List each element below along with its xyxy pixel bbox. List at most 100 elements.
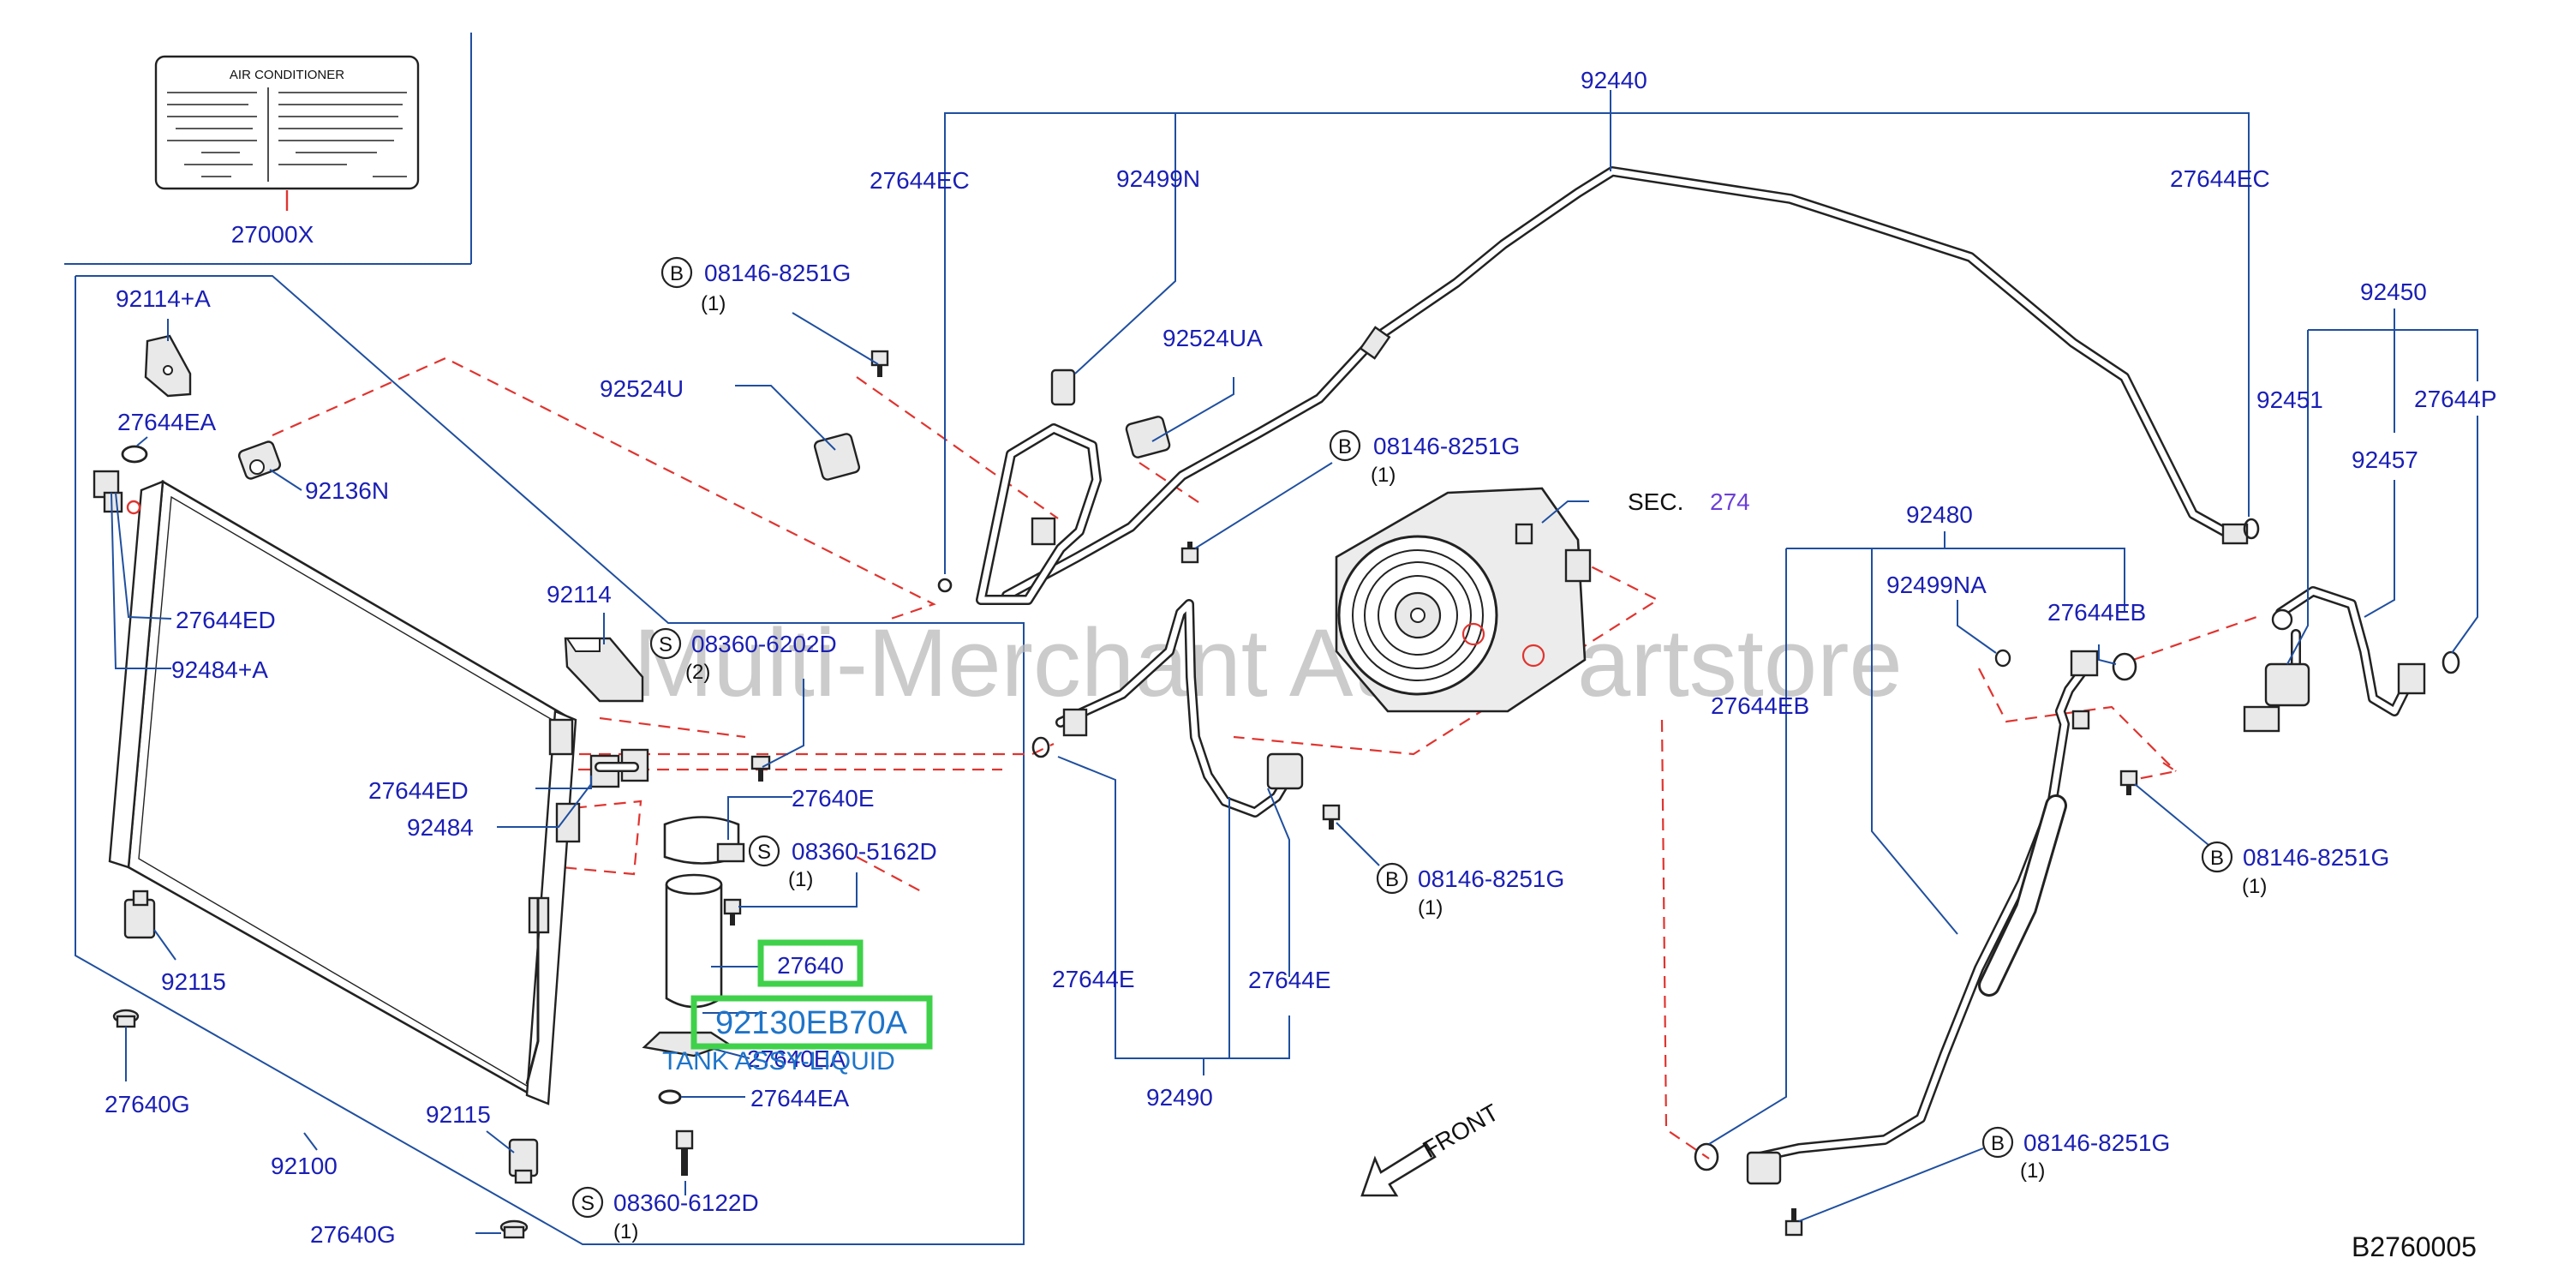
svg-text:S: S [757,841,771,864]
bolt-qty: (1) [2242,875,2267,898]
bolt-part-number[interactable]: 08360-5162D [792,838,937,865]
bracket-92114 [564,637,644,703]
part-label[interactable]: 92484+A [171,656,268,683]
highlight-27640[interactable]: 27640 [757,939,864,987]
bolt-qty: (1) [1371,464,1396,487]
bolt-icon [750,755,771,782]
svg-text:S: S [581,1192,595,1215]
grommet-27640g-bottom [499,1219,529,1239]
s-marker: S [571,1186,604,1219]
b-marker: B [1376,862,1408,895]
part-label[interactable]: 27644EC [2170,165,2270,192]
part-label[interactable]: 27000X [231,221,314,248]
part-label[interactable]: 27644E [1248,967,1331,993]
pressure-switch [237,440,282,480]
part-label[interactable]: 92490 [1146,1084,1213,1111]
part-label[interactable]: 27640G [105,1091,190,1117]
highlight-number[interactable]: 92130EB70A [715,1005,908,1041]
part-label[interactable]: 92451 [2256,386,2323,413]
part-label[interactable]: 27644EB [2047,599,2146,626]
pipe-92450 [2243,586,2426,733]
part-label[interactable]: 92480 [1906,501,1973,528]
bolt-part-number[interactable]: 08146-8251G [2243,844,2389,871]
ac-label-title: AIR CONDITIONER [230,68,344,82]
bolt-labels: 08146-8251G (1) 08146-8251G (1) 08146-82… [613,260,2389,1243]
part-label[interactable]: 92136N [305,477,389,504]
part-label[interactable]: 27644EA [750,1085,850,1111]
part-label[interactable]: 27644P [2414,386,2497,412]
clip-92115-left [123,890,156,939]
o-ring [121,445,148,464]
bolt-icon [723,898,742,926]
bolt-part-number[interactable]: 08146-8251G [1418,866,1564,892]
condenser-core [93,470,581,1105]
svg-text:B: B [1385,868,1399,891]
s-marker: S [649,627,682,660]
part-labels: 92440 27644EC 27644EC 92499N 92524UA 925… [105,67,2497,1248]
bolt-part-number[interactable]: 08146-8251G [704,260,851,286]
inset-frame [64,33,472,265]
bolt-icon [2119,770,2138,795]
compressor[interactable] [1335,487,1592,713]
svg-text:B: B [1338,435,1352,458]
bolt-qty: (1) [701,292,726,315]
part-label[interactable]: 27644EB [1711,692,1809,719]
part-label[interactable]: 92100 [271,1153,338,1179]
part-label[interactable]: 92450 [2360,279,2427,305]
bracket-92114a [144,334,192,398]
part-label[interactable]: 27640E [792,785,875,812]
bolt-part-number[interactable]: 08146-8251G [2023,1129,2170,1156]
part-label[interactable]: 92115 [426,1101,491,1128]
part-label[interactable]: 92115 [161,968,226,995]
clamp-92524u [813,433,861,481]
bolt-icon [1322,804,1341,830]
part-label[interactable]: 27644EC [870,167,970,194]
bolt-icon [1180,542,1199,564]
o-ring [2112,652,2137,681]
part-label[interactable]: 92499NA [1886,572,1987,598]
bolt-part-number[interactable]: 08146-8251G [1373,433,1520,459]
part-label[interactable]: 27644ED [368,777,469,804]
part-label[interactable]: 27644E [1052,966,1135,992]
part-label[interactable]: 92114 [547,581,612,608]
part-label[interactable]: 92114+A [116,285,211,312]
part-label[interactable]: 92499N [1116,165,1200,192]
b-marker: B [2201,841,2233,873]
highlight-part-number[interactable]: 27640 [777,952,844,979]
hose-92480 [1746,650,2099,1185]
part-label[interactable]: 27644ED [176,607,276,633]
bolt-part-number[interactable]: 08360-6122D [613,1189,759,1216]
bolt-qty: (1) [1418,896,1443,920]
part-label[interactable]: 92440 [1581,67,1647,93]
bolt-qty: (1) [2020,1159,2045,1183]
part-label[interactable]: 92524U [600,375,684,402]
part-label[interactable]: 27644EA [117,409,217,435]
b-marker: B [1981,1126,2014,1159]
bolt-icon [870,350,889,377]
bolt-qty: (1) [788,868,813,891]
o-ring [1694,1142,1719,1171]
highlight-92130eb70a[interactable]: 92130EB70A [690,995,933,1050]
part-label[interactable]: 27640G [310,1221,396,1248]
bolt-part-number[interactable]: 08360-6202D [691,631,837,657]
pipe-block-92484 [589,748,649,788]
b-marker: B [1329,429,1361,462]
part-label[interactable]: 92457 [2352,446,2418,473]
svg-text:B: B [1991,1132,2005,1155]
s-marker: S [748,835,780,867]
watermark: Multi-Merchant Auto Partstore [633,609,1902,716]
o-ring [2442,650,2460,674]
part-label[interactable]: 92484 [407,814,474,841]
liquid-tank[interactable] [642,816,745,1177]
diagram-code: B2760005 [2352,1231,2477,1262]
part-label[interactable]: 27640EA [747,1045,846,1072]
svg-text:S: S [659,633,672,656]
part-label[interactable]: 92524UA [1162,325,1263,351]
section-number[interactable]: 274 [1710,488,1750,515]
leader-lines [111,90,2478,1234]
bolt-qty: (2) [685,661,710,684]
o-ring [126,500,141,515]
o-ring [2243,518,2260,540]
front-arrow-icon [1360,1142,1437,1197]
